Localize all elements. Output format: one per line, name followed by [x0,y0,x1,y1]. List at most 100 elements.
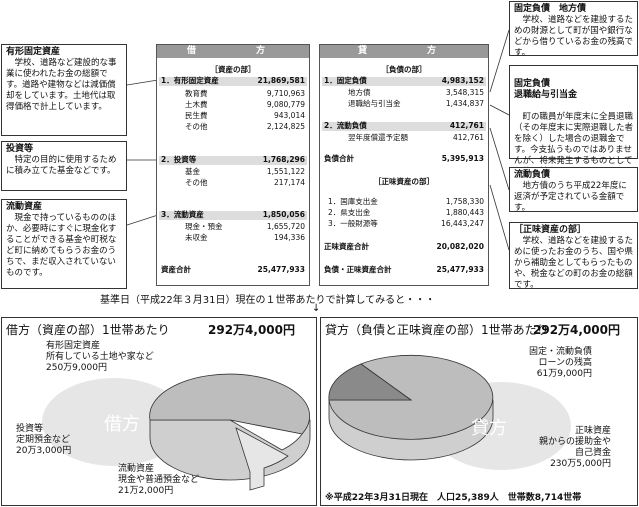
item-value: 943,014 [273,111,305,120]
pie-slice-equity [328,354,494,440]
item-label: その他 [185,178,208,187]
item-value: 9,080,779 [266,100,305,109]
callout-tangible-assets: 有形固定資産 学校、道路など建設的な事業に使われたお金の総額です。道路や建物など… [1,44,127,136]
debit-header: 借 方 [157,45,309,58]
credit-table: 貸 方 ［負債の部］ 1．固定負債 4,983,152 地方債 3,548,31… [319,44,489,286]
fixed-liabilities-label: 1．固定負債 [324,76,367,85]
debit-pie-chart: 借方 [42,373,311,491]
item-value: 1,758,330 [445,197,484,206]
label-line: 21万2,000円 [118,486,174,496]
current-liabilities-label: 2．流動負債 [324,121,367,130]
equity-total-value: 20,082,020 [436,242,484,251]
label-line: 現金や普通預金など [118,475,200,485]
item-value: 1,434,837 [445,99,484,108]
item-label: 教育費 [185,89,208,98]
pie-slice-tangible [149,373,311,435]
liabilities-section-title: ［負債の部］ [381,65,427,74]
assets-section-title: ［資産の部］ [210,65,256,74]
label-liabilities: 固定・流動負債 ローンの残高 61万9,000円 [529,347,592,380]
callout-investments: 投資等 特定の目的に使用するために積み立てた基金などです。 [1,141,127,191]
label-investments: 投資等 定期預金など 20万3,000円 [16,424,71,457]
callout-current-assets: 流動資産 現金で持っているもののほか、必要時にすぐに現金化することができる基金や… [1,199,127,289]
debit-chart-panel: 借方（資産の部）1世帯あたり 292万4,000円 借方 有形固定資産 所有して… [1,317,317,506]
debit-table: 借 方 ［資産の部］ 1．有形固定資産 21,869,581 教育費 9,710… [156,44,310,286]
item-value: 194,336 [273,233,305,242]
item-value: 2,124,825 [266,122,305,131]
item-label: 3．一般財源等 [328,219,378,228]
callout-title: 固定負債 退職給与引当金 [514,79,578,100]
callout-title: 投資等 [6,144,34,154]
item-value: 217,174 [273,178,305,187]
label-current-assets: 流動資産 現金や普通預金など 21万2,000円 [118,464,199,497]
item-label: 2．県支出金 [328,208,371,217]
credit-center-label: 貸方 [471,418,507,439]
label-line: 250万9,000円 [46,363,107,373]
debit-center-label: 借方 [104,414,140,435]
credit-chart-panel: 貸方（負債と正味資産の部）1世帯あたり 292万4,000円 貸方 固定・流動負… [320,317,638,506]
item-label: 土木費 [185,100,208,109]
fixed-liabilities-value: 4,983,152 [441,76,484,85]
assets-total-value: 25,477,933 [257,265,305,274]
credit-header: 貸 方 [320,45,488,58]
item-label: 翌年度償還予定額 [348,133,408,142]
callout-title: 有形固定資産 [6,47,61,57]
base-date-note: 基準日（平成22年３月31日）現在の１世帯あたりで計算してみると・・・ [100,295,436,306]
label-line: 自己資金 [575,448,612,458]
credit-chart-amount: 292万4,000円 [533,323,621,337]
label-line: 親からの援助金や [539,437,612,447]
label-line: 61万9,000円 [536,369,593,379]
item-value: 1,880,443 [445,208,484,217]
callout-title: ［正味資産の部］ [514,225,587,235]
item-value: 1,551,122 [266,167,305,176]
item-label: 未収金 [185,233,208,242]
credit-pie-chart: 貸方 [328,354,571,470]
current-assets-value: 1,850,056 [262,210,305,219]
current-assets-label: 3．流動資産 [161,210,204,219]
item-label: その他 [185,122,208,131]
label-tangible: 有形固定資産 所有している土地や家など 250万9,000円 [46,341,154,374]
label-line: 固定・流動負債 [529,347,593,357]
item-label: 退職給与引当金 [348,99,401,108]
item-value: 9,710,963 [266,89,305,98]
item-label: 基金 [185,167,200,176]
equity-total-label: 正味資産合計 [324,242,369,251]
callout-title: 流動負債 [514,170,551,180]
grand-total-label: 負債・正味資産合計 [324,265,392,274]
label-line: 投資等 [16,424,44,434]
investments-label: 2．投資等 [161,155,197,164]
pie-slice-current [235,427,289,491]
pie-slice-investments [229,419,303,451]
label-line: 流動資産 [118,464,155,474]
credit-chart-title: 貸方（負債と正味資産の部）1世帯あたり [325,323,549,337]
net-assets-section-title: ［正味資産の部］ [374,177,434,186]
callout-body: 学校、道路など建設的な事業に使われたお金の総額です。道路や建物などは減価償却をし… [6,58,117,112]
pie-slice-liabilities [328,363,413,401]
label-line: 正味資産 [575,426,612,436]
label-line: ローンの残高 [538,358,593,368]
callout-current-liabilities: 流動負債 地方債のうち平成22年度に返済が予定されている金額です。 [509,167,638,213]
population-footer: ※平成22年3月31日現在 人口25,389人 世帯数8,714世帯 [325,493,582,503]
investments-value: 1,768,296 [262,155,305,164]
label-line: 所有している土地や家など [46,352,154,362]
debit-chart-title: 借方（資産の部）1世帯あたり [6,323,170,337]
tangible-assets-label: 1．有形固定資産 [161,76,219,85]
item-label: 1．国庫支出金 [328,197,378,206]
label-net-assets: 正味資産 親からの援助金や 自己資金 230万5,000円 [539,426,611,470]
callout-connectors [126,29,510,251]
item-value: 16,443,247 [441,219,484,228]
assets-total-label: 資産合計 [161,265,191,274]
current-liabilities-value: 412,761 [449,121,484,130]
label-line: 定期預金など [16,435,71,445]
callout-body: 学校、道路などを建設するために使ったお金のうち、国や県から補助金としてもらったも… [514,236,634,290]
debit-chart-amount: 292万4,000円 [208,323,296,337]
debit-background-ellipse [42,378,186,466]
item-label: 民生費 [185,111,208,120]
item-value: 412,761 [452,133,484,142]
callout-body: 地方債のうち平成22年度に返済が予定されている金額です。 [514,181,627,213]
label-line: 有形固定資産 [46,341,101,351]
debt-total-label: 負債合計 [324,154,354,163]
callout-net-assets: ［正味資産の部］ 学校、道路などを建設するために使ったお金のうち、国や県から補助… [509,222,638,290]
callout-body: 学校、道路などを建設するための財源として町が国や銀行などから借りているお金の残高… [514,15,634,58]
item-value: 1,655,720 [266,222,305,231]
callout-body: 特定の目的に使用するために積み立てた基金などです。 [6,155,117,176]
